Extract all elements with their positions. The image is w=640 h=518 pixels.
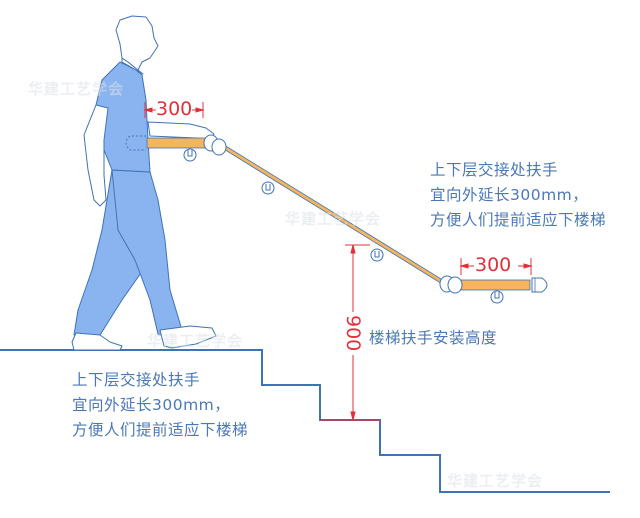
dimension-bottom-300	[459, 258, 533, 275]
note-right: 上下层交接处扶手 宜向外延长300mm， 方便人们提前适应下楼梯	[430, 158, 606, 233]
watermark: 华建工艺学会	[285, 210, 382, 228]
note-left: 上下层交接处扶手 宜向外延长300mm， 方便人们提前适应下楼梯	[72, 368, 248, 443]
bracket-icon	[370, 248, 384, 262]
watermark: 华建工艺学会	[28, 80, 125, 98]
note-left-line: 方便人们提前适应下楼梯	[72, 421, 249, 439]
bracket-icon	[490, 290, 504, 304]
watermark: 华建工艺学会	[447, 472, 544, 490]
wall-brackets	[183, 148, 504, 304]
handrail-top-elbow	[203, 134, 227, 156]
person-back-shoe	[71, 332, 123, 351]
bracket-icon	[183, 148, 197, 162]
height-label: 楼梯扶手安装高度	[369, 329, 498, 347]
dimension-label-bottom: 300	[475, 254, 512, 276]
dimension-top-300	[143, 102, 205, 118]
person-back-arm	[83, 104, 109, 207]
person-front-shoe	[159, 325, 217, 349]
dimension-label-top: 300	[156, 98, 193, 120]
dimension-label-height: 900	[342, 315, 364, 352]
person-figure	[71, 15, 217, 351]
person-head	[115, 15, 159, 71]
note-left-line: 宜向外延长300mm，	[72, 396, 231, 414]
note-right-line: 宜向外延长300mm，	[430, 186, 589, 204]
watermark: 华建工艺学会	[147, 332, 244, 350]
note-right-line: 方便人们提前适应下楼梯	[430, 211, 607, 229]
handrail-bottom-horizontal	[457, 279, 531, 291]
note-left-line: 上下层交接处扶手	[72, 371, 201, 389]
bracket-icon	[261, 181, 275, 195]
dimension-height-900	[320, 244, 380, 421]
note-right-line: 上下层交接处扶手	[430, 161, 559, 179]
handrail-top-horizontal	[146, 137, 214, 149]
handrail-bottom-elbow	[439, 275, 463, 294]
handrail	[146, 134, 548, 304]
handrail-end-cap	[531, 277, 548, 293]
person-shirt	[95, 61, 151, 173]
person-front-arm	[147, 121, 215, 141]
hidden-bracket-dashed	[125, 135, 146, 151]
